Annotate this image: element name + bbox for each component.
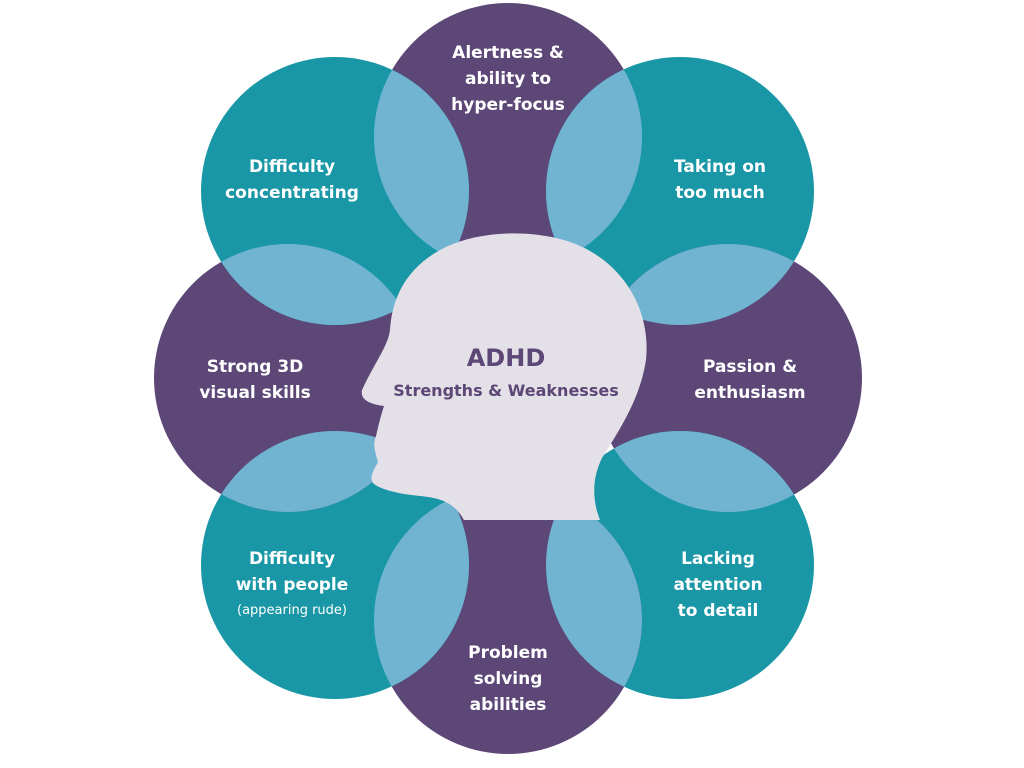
- center-subtitle: Strengths & Weaknesses: [393, 381, 618, 400]
- petal-label-line: ability to: [465, 69, 551, 89]
- petal-label-line: Alertness &: [452, 43, 564, 63]
- petal-label-line: Lacking: [681, 549, 755, 569]
- head-silhouette-icon: [361, 233, 647, 520]
- petal-label-line: with people: [236, 575, 349, 595]
- petal-label-line: too much: [675, 183, 764, 203]
- petal-label-line: Problem: [468, 643, 548, 663]
- petal-label-line: Strong 3D: [207, 357, 304, 377]
- petal-label-line: Difficulty: [249, 157, 335, 177]
- petal-label-line: Difficulty: [249, 549, 335, 569]
- petal-label-line: enthusiasm: [694, 383, 805, 403]
- center-title: ADHD: [467, 344, 546, 372]
- petal-label-bottom-left: Difficulty with people (appearing rude): [236, 549, 349, 618]
- petal-label-line: concentrating: [225, 183, 359, 203]
- petal-label-line: Passion &: [703, 357, 797, 377]
- petal-label-line: attention: [673, 575, 762, 595]
- petal-label-line: Taking on: [674, 157, 766, 177]
- petal-label-bottom: Problem solving abilities: [468, 643, 548, 715]
- petal-label-top: Alertness & ability to hyper-focus: [451, 43, 565, 115]
- petal-label-line: hyper-focus: [451, 95, 565, 115]
- petal-label-top-right: Taking on too much: [674, 157, 766, 203]
- petal-label-note: (appearing rude): [237, 603, 347, 618]
- center-label: ADHD Strengths & Weaknesses: [393, 344, 618, 400]
- petal-label-right: Passion & enthusiasm: [694, 357, 805, 403]
- petal-label-line: abilities: [470, 695, 547, 715]
- petal-label-left: Strong 3D visual skills: [199, 357, 310, 403]
- petal-label-line: visual skills: [199, 383, 310, 403]
- petal-label-line: to detail: [678, 601, 759, 621]
- petal-label-bottom-right: Lacking attention to detail: [673, 549, 762, 621]
- petal-label-line: solving: [474, 669, 543, 689]
- petal-label-top-left: Difficulty concentrating: [225, 157, 359, 203]
